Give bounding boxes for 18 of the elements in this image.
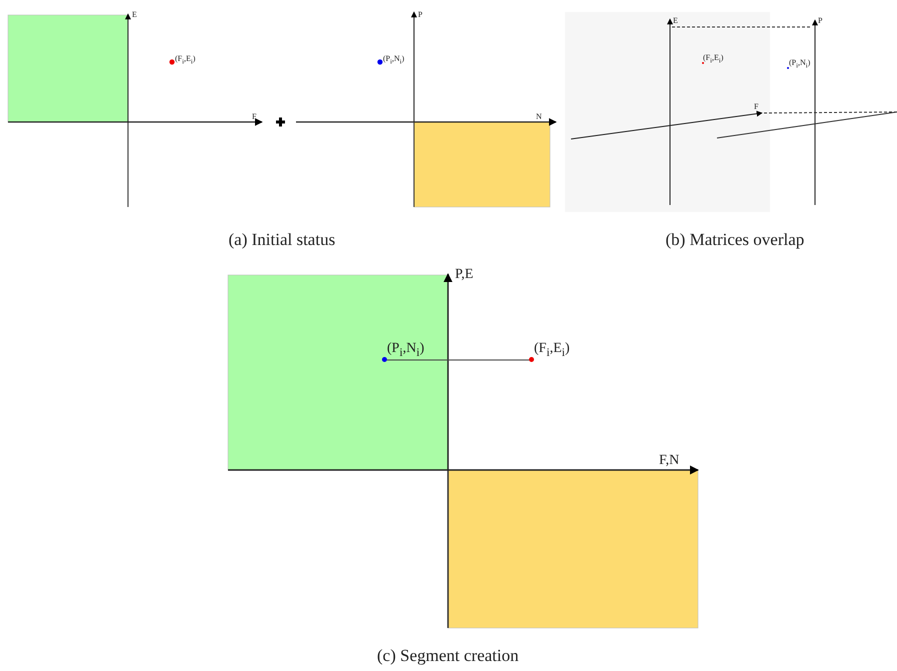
axis-label: F: [252, 113, 256, 121]
point-label: (P$_{i}$,N$_{i}$): [789, 59, 810, 70]
axis-label: E: [132, 11, 137, 19]
point-label: (F$_{i}$,E$_{i}$): [703, 54, 724, 66]
point-label: (P$_{i}$,N$_{i}$): [387, 342, 424, 358]
axis-label: E: [673, 17, 678, 25]
axis-label: F,N: [659, 454, 680, 468]
caption: (a) Initial status: [228, 231, 336, 248]
axis-label: F: [754, 103, 758, 111]
axis-label: P: [818, 17, 822, 25]
point-label: (F$_{i}$,E$_{i}$): [534, 342, 570, 358]
caption: (c) Segment creation: [377, 647, 519, 664]
point-label: (F$_{i}$,E$_{i}$): [175, 55, 196, 66]
point-label: (P$_{i}$,N$_{i}$): [383, 55, 404, 66]
axis-label: N: [536, 113, 542, 121]
caption: (b) Matrices overlap: [666, 231, 804, 248]
axis-label: P: [418, 11, 422, 19]
axis-label: P,E: [455, 268, 474, 282]
